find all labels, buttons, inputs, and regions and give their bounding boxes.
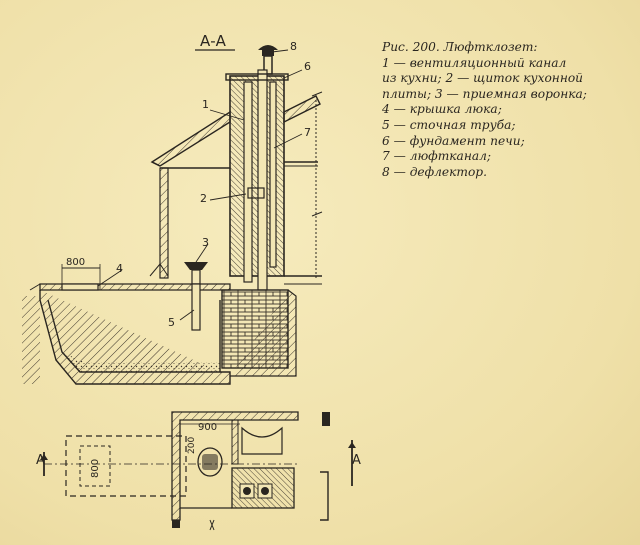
callout-3: 3 (202, 236, 209, 249)
caption-line: 4 — крышка люка; (382, 102, 502, 117)
callout-7: 7 (304, 126, 311, 139)
cesspit (22, 283, 231, 385)
caption-line: из кухни; 2 — щиток кухонной (382, 71, 584, 86)
callout-4: 4 (116, 262, 123, 275)
callout-1: 1 (202, 98, 209, 111)
receiving-funnel (184, 262, 208, 331)
caption-line: 8 — дефлектор. (382, 164, 487, 179)
section-mark-left: А (36, 453, 45, 468)
caption-line: 1 — вентиляционный канал (382, 55, 567, 70)
section-marks: А А (36, 440, 361, 486)
caption-line: 7 — люфтканал; (382, 149, 491, 164)
callout-8: 8 (290, 40, 297, 53)
callout-5: 5 (168, 316, 175, 329)
caption-line: 5 — сточная труба; (382, 117, 516, 132)
caption-line: 6 — фундамент печи; (382, 133, 525, 148)
caption-line: плиты; 3 — приемная воронка; (382, 86, 587, 101)
dim-plan-top: 900 (198, 422, 217, 433)
callout-6: 6 (304, 60, 311, 73)
plan-view: 800 900 200 (44, 411, 330, 531)
section-title: А-А (200, 32, 227, 50)
figure-caption: Рис. 200. Люфтклозет: 1 — вентиляционный… (382, 40, 632, 180)
caption-line: Рис. 200. Люфтклозет: (382, 40, 538, 54)
chimney-stack (225, 45, 289, 291)
roof (150, 95, 321, 167)
dim-section-800: 800 (66, 257, 85, 268)
dim-plan-left: 800 (90, 459, 101, 478)
dim-plan-side: 200 (187, 437, 197, 454)
section-mark-right: А (352, 453, 361, 468)
callout-2: 2 (200, 192, 207, 205)
